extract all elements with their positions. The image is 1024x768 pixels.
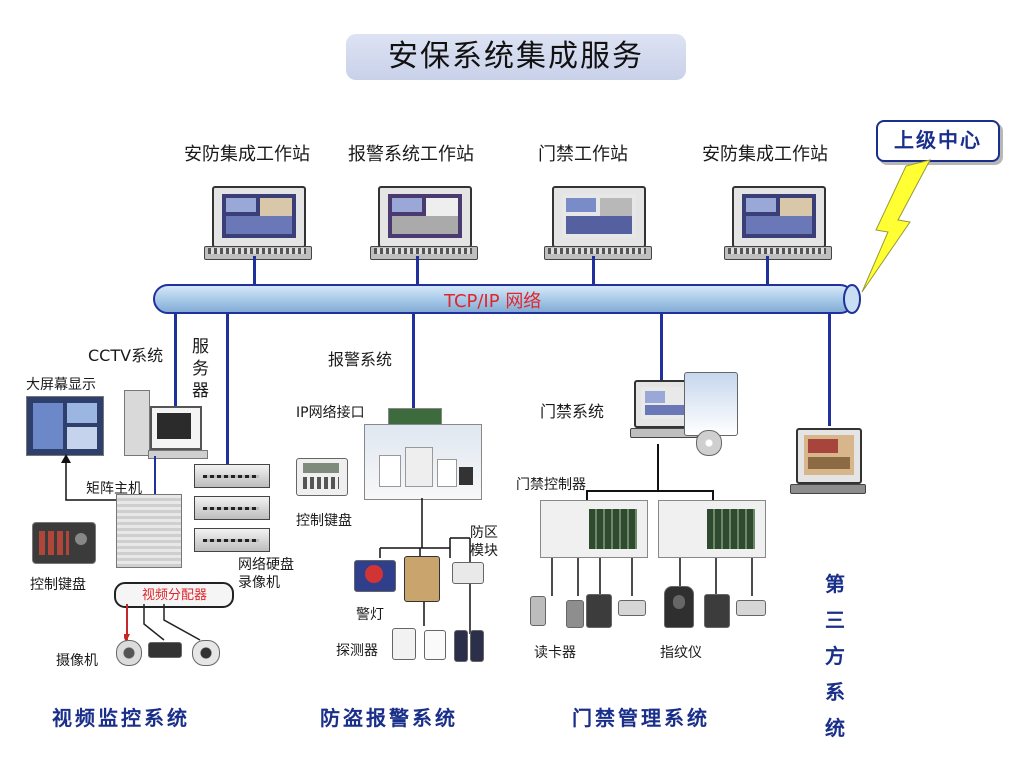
access-system-label: 门禁系统 — [540, 402, 605, 421]
connector-line — [412, 314, 415, 410]
workstation-label-2: 报警系统工作站 — [348, 144, 474, 165]
cctv-keyboard-label: 控制键盘 — [30, 577, 86, 593]
cctv-keyboard — [148, 450, 208, 459]
cctv-pc-tower — [124, 390, 150, 456]
dvr-icon — [194, 464, 270, 488]
dvr-icon — [194, 496, 270, 520]
connector-line — [416, 256, 419, 286]
connector-line — [712, 490, 714, 502]
cctv-monitor-icon — [150, 406, 202, 450]
matrix-host — [116, 494, 182, 568]
cctv-subsystem-label: 视频监控系统 — [52, 706, 190, 730]
alarm-keypad-icon — [296, 458, 348, 496]
network-pipe — [153, 284, 861, 314]
access-controller-box — [658, 500, 766, 558]
connector-line — [660, 314, 663, 380]
zone-module-label: 防区模块 — [470, 525, 498, 559]
detector-icon — [392, 628, 416, 660]
door-lock-icon — [736, 600, 766, 616]
big-screen-display — [26, 396, 104, 456]
software-box-icon — [684, 372, 738, 436]
connector-line — [592, 256, 595, 286]
dome-camera-icon — [116, 640, 142, 666]
third-party-label: 第三方系统 — [825, 572, 845, 740]
workstation-label-3: 门禁工作站 — [538, 144, 628, 165]
workstation-label-1: 安防集成工作站 — [184, 144, 310, 165]
card-reader-label: 读卡器 — [534, 645, 576, 661]
keypad-reader-icon — [704, 594, 730, 628]
workstation-label-4: 安防集成工作站 — [702, 144, 828, 165]
alarm-light-label: 警灯 — [356, 607, 384, 623]
door-lock-icon — [618, 600, 646, 616]
beam-detector-icon — [454, 630, 468, 662]
cctv-system-label: CCTV系统 — [88, 346, 164, 365]
connector-line — [226, 314, 229, 464]
connector-line — [766, 256, 769, 286]
alarm-subsystem-label: 防盗报警系统 — [320, 706, 458, 730]
video-distributor-label: 视频分配器 — [142, 588, 208, 603]
upper-center-box: 上级中心 — [876, 120, 1000, 162]
connector-line — [586, 490, 714, 492]
connector-line — [154, 456, 156, 496]
detector-panel-icon — [404, 556, 440, 602]
ip-interface-label: IP网络接口 — [296, 405, 365, 421]
video-distributor — [114, 582, 234, 608]
page-title: 安保系统集成服务 — [346, 34, 686, 80]
beam-detector-icon — [470, 630, 484, 662]
network-label: TCP/IP 网络 — [444, 291, 542, 312]
camera-label: 摄像机 — [56, 653, 98, 669]
card-reader-icon — [530, 596, 546, 626]
keypad-reader-icon — [586, 594, 612, 628]
fingerprint-icon — [664, 586, 694, 628]
server-label: 服务器 — [192, 337, 209, 401]
alarm-panel-devices — [364, 424, 482, 500]
access-subsystem-label: 门禁管理系统 — [572, 706, 710, 730]
connector-line — [586, 490, 588, 502]
big-screen-label: 大屏幕显示 — [26, 377, 96, 393]
zone-module-icon — [452, 562, 484, 584]
alarm-keyboard-label: 控制键盘 — [296, 513, 352, 529]
software-disc-icon — [696, 430, 722, 456]
connector-line — [174, 314, 177, 406]
nvr-label: 网络硬盘录像机 — [238, 557, 294, 591]
lightning-icon — [861, 159, 931, 293]
dvr-icon — [194, 528, 270, 552]
cctv-control-keyboard — [32, 522, 96, 564]
connector-line — [253, 256, 256, 286]
access-connectors — [551, 558, 753, 596]
card-reader-icon — [566, 600, 584, 628]
connector-line — [126, 604, 128, 640]
box-camera-icon — [148, 642, 182, 658]
dome-camera-icon — [192, 640, 220, 666]
alarm-light-icon — [354, 560, 396, 592]
arrow-to-screen — [61, 454, 118, 501]
fingerprint-label: 指纹仪 — [660, 645, 702, 661]
detector-label: 探测器 — [336, 643, 378, 659]
matrix-label: 矩阵主机 — [86, 481, 142, 497]
access-controller-label: 门禁控制器 — [516, 477, 586, 493]
access-controller-box — [540, 500, 648, 558]
detector-icon — [424, 630, 446, 660]
connector-line — [828, 314, 831, 426]
alarm-system-label: 报警系统 — [328, 350, 393, 369]
connector-line — [657, 444, 659, 490]
